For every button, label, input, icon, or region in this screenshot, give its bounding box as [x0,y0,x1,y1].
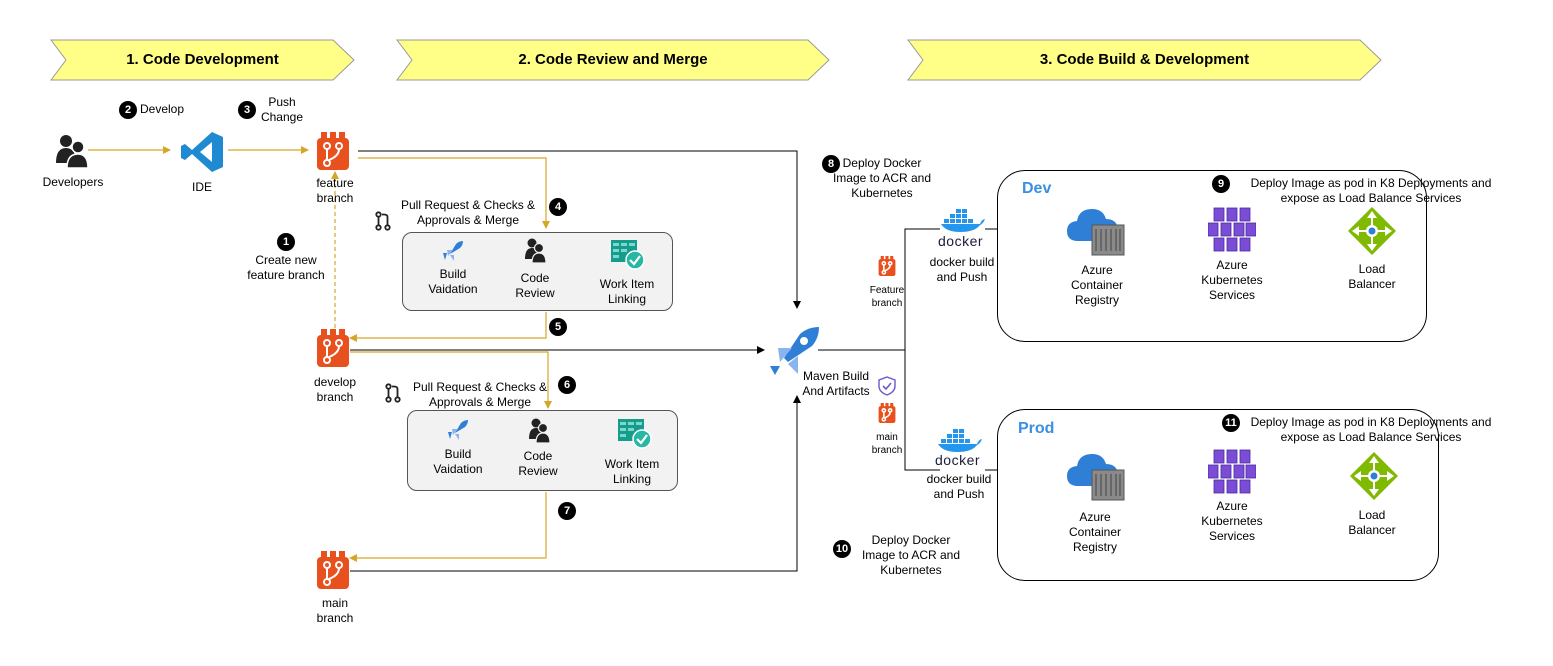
docker-wordmark: docker [935,452,981,468]
git-branch-icon [317,132,349,170]
banner-shape [50,39,355,81]
banner-shape [396,39,830,81]
azure-pipelines-icon [443,241,463,261]
banner-shape [907,39,1382,81]
work-item-linking-label: Work Item Linking [604,457,660,486]
step-2-label: Develop [140,102,185,116]
step-8-badge: 8 [822,155,840,173]
azure-pipelines-icon [770,327,819,375]
git-branch-icon [878,403,896,423]
step-9-label: Deploy Image as pod in K8 Deployments an… [1250,176,1492,205]
ide-label: IDE [191,180,212,194]
review-card-main: Build Vaidation Code Review Work Item Li… [407,410,678,491]
main-branch-small-label: main branch [871,432,903,456]
work-item-linking-label: Work Item Linking [599,277,655,306]
pull-request-icon [385,383,401,403]
developers-label: Developers [42,175,104,189]
step-10-label: Deploy Docker Image to ACR and Kubernete… [861,533,961,577]
work-item-board-icon [618,419,652,449]
step-4-label: Pull Request & Checks & Approvals & Merg… [400,198,536,227]
vscode-icon [181,132,223,172]
git-branch-icon [317,551,349,589]
container-registry-icon [1067,454,1125,501]
step-8-label: Deploy Docker Image to ACR and Kubernete… [832,156,932,200]
kubernetes-service-icon [1208,449,1256,494]
maven-label: Maven Build And Artifacts [802,369,870,398]
step-10-badge: 10 [833,540,851,558]
step-9-badge: 9 [1212,175,1230,193]
developers-icon [56,135,89,169]
dev-title: Dev [1022,180,1052,197]
docker-build-label: docker build and Push [926,472,992,501]
step-6-badge: 6 [558,376,576,394]
step-11-label: Deploy Image as pod in K8 Deployments an… [1250,415,1492,444]
docker-wordmark: docker [938,233,984,249]
code-reviewer-icon [529,418,550,443]
aks-label: Azure Kubernetes Services [1201,499,1263,543]
step-4-badge: 4 [549,198,567,216]
acr-label: Azure Container Registry [1068,510,1122,554]
kubernetes-service-icon [1208,207,1256,252]
main-branch-label: main branch [316,596,354,625]
step-1-label: Create new feature branch [247,253,325,282]
phase-banner-1: 1. Code Development [50,39,355,81]
load-balancer-icon [1350,452,1398,500]
phase-label: 2. Code Review and Merge [518,51,708,68]
build-validation-label: Build Vaidation [433,447,483,476]
code-reviewer-icon [525,238,546,263]
container-registry-icon [1067,209,1125,256]
load-balancer-icon [1348,207,1396,255]
git-branch-icon [317,329,349,367]
step-3-label: Push Change [260,95,304,124]
feature-branch-label: feature branch [316,176,354,205]
code-review-label: Code Review [515,271,555,300]
code-review-label: Code Review [518,449,558,478]
step-11-badge: 11 [1222,414,1240,432]
feature-branch-small-label: Feature branch [869,285,905,309]
docker-whale-icon [938,429,982,452]
step-7-badge: 7 [558,502,576,520]
step-5-badge: 5 [549,318,567,336]
step-3-badge: 3 [238,101,256,119]
shield-check-icon [878,376,896,396]
aks-label: Azure Kubernetes Services [1201,258,1263,302]
step-1-badge: 1 [277,233,295,251]
step-6-label: Pull Request & Checks & Approvals & Merg… [412,380,548,409]
phase-banner-3: 3. Code Build & Development [907,39,1382,81]
work-item-board-icon [611,240,645,270]
phase-label: 3. Code Build & Development [1039,51,1250,68]
build-validation-label: Build Vaidation [428,267,478,296]
load-balancer-label: Load Balancer [1348,508,1396,537]
prod-title: Prod [1018,420,1055,437]
dev-environment [997,170,1427,342]
prod-environment [997,409,1439,581]
pull-request-icon [375,211,391,231]
acr-label: Azure Container Registry [1070,263,1124,307]
phase-banner-2: 2. Code Review and Merge [396,39,830,81]
azure-pipelines-icon [448,420,468,440]
develop-branch-label: develop branch [313,375,357,404]
git-branch-icon [878,256,896,276]
step-2-badge: 2 [119,101,137,119]
phase-label: 1. Code Development [126,51,279,68]
docker-whale-icon [941,209,985,232]
load-balancer-label: Load Balancer [1348,262,1396,291]
docker-build-label: docker build and Push [929,255,995,284]
review-card-develop: Build Vaidation Code Review Work Item Li… [402,232,673,311]
